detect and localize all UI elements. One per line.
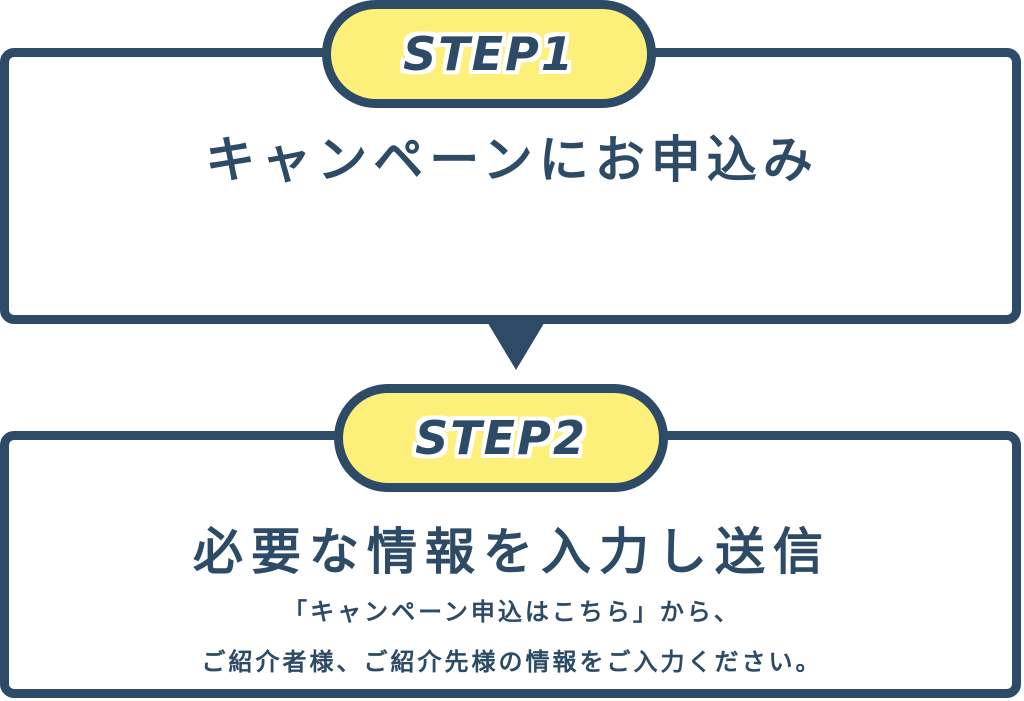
step2-title: 必要な情報を入力し送信 [193,523,831,581]
step1-title: キャンペーンにお申込み [205,131,819,189]
step2-badge-label: STEP2 [415,411,587,465]
down-arrow-icon [486,320,546,370]
step1-badge-label: STEP1 [403,27,575,81]
step1-badge: STEP1 [322,0,656,108]
step2-description-line2: ご紹介者様、ご紹介先様の情報をご入力ください。 [201,648,823,676]
step2-description-line1: 「キャンペーン申込はこちら」から、 [283,598,741,626]
step2-badge: STEP2 [334,384,668,492]
